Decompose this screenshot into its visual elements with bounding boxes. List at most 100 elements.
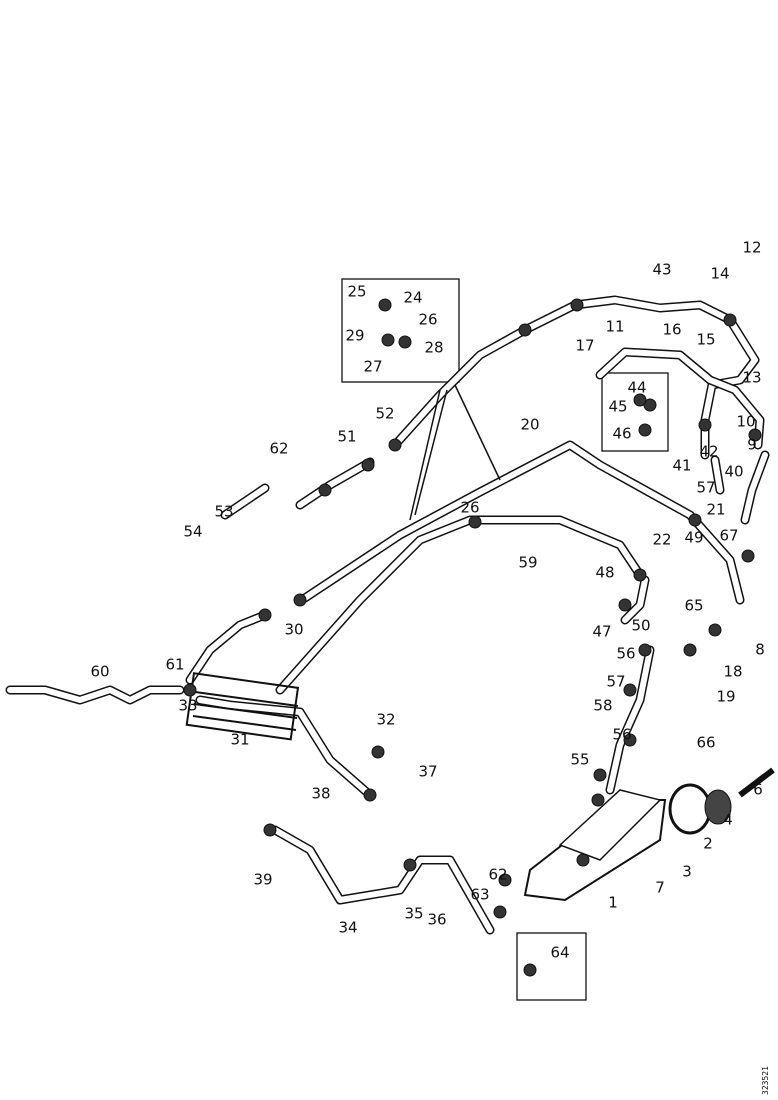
part-number-label: 24 xyxy=(403,289,422,307)
part-number-label: 65 xyxy=(684,597,703,615)
part-number-label: 63 xyxy=(470,886,489,904)
part-number-label: 57 xyxy=(696,479,715,497)
fitting xyxy=(570,298,584,312)
fitting xyxy=(591,793,605,807)
part-number-label: 40 xyxy=(724,463,743,481)
pipe-inner xyxy=(197,697,373,798)
part-number-label: 38 xyxy=(311,785,330,803)
pipe-5 xyxy=(185,610,270,685)
fitting xyxy=(593,768,607,782)
part-number-label: 42 xyxy=(699,443,718,461)
fitting xyxy=(708,623,722,637)
inset-box-clamp xyxy=(341,278,460,383)
pipes xyxy=(5,295,770,935)
part-number-label: 25 xyxy=(347,283,366,301)
support-strut xyxy=(409,389,441,521)
part-number-label: 66 xyxy=(696,734,715,752)
part-number-label: 53 xyxy=(214,503,233,521)
fitting xyxy=(378,298,392,312)
part-number-label: 30 xyxy=(284,621,303,639)
part-number-label: 16 xyxy=(662,321,681,339)
part-number-label: 56 xyxy=(612,726,631,744)
part-number-label: 61 xyxy=(165,656,184,674)
part-number-label: 57 xyxy=(606,673,625,691)
part-number-label: 22 xyxy=(652,531,671,549)
part-number-label: 28 xyxy=(424,339,443,357)
part-number-label: 11 xyxy=(605,318,624,336)
fitting xyxy=(381,333,395,347)
fitting xyxy=(468,515,482,529)
part-number-label: 49 xyxy=(684,529,703,547)
pipe-6 xyxy=(195,695,375,800)
part-number-label: 64 xyxy=(550,944,569,962)
part-number-label: 45 xyxy=(608,398,627,416)
support-strut xyxy=(414,389,448,516)
pipe-inner xyxy=(187,612,268,683)
part-number-label: 60 xyxy=(90,663,109,681)
part-number-label: 18 xyxy=(723,663,742,681)
fitting xyxy=(683,643,697,657)
fitting xyxy=(638,423,652,437)
fitting xyxy=(363,788,377,802)
part-number-label: 6 xyxy=(753,781,763,799)
fitting xyxy=(576,853,590,867)
part-number-label: 31 xyxy=(230,731,249,749)
fitting xyxy=(748,428,762,442)
pipe-inner xyxy=(742,452,768,523)
part-number-label: 4 xyxy=(723,811,733,829)
components xyxy=(185,672,775,902)
pipe-inner xyxy=(7,687,183,703)
part-number-label: 27 xyxy=(363,358,382,376)
part-number-label: 3 xyxy=(682,863,692,881)
pipe-inner xyxy=(607,647,653,793)
part-number-label: 36 xyxy=(427,911,446,929)
fitting xyxy=(723,313,737,327)
pipe-inner xyxy=(277,517,643,693)
fitting xyxy=(623,733,637,747)
fitting xyxy=(258,608,272,622)
part-number-label: 15 xyxy=(696,331,715,349)
part-number-label: 47 xyxy=(592,623,611,641)
part-number-label: 2 xyxy=(703,835,713,853)
pump-gear xyxy=(704,789,732,825)
drawing-id: 323521 xyxy=(761,1066,770,1095)
part-number-label: 44 xyxy=(627,379,646,397)
part-number-label: 62 xyxy=(269,440,288,458)
fitting xyxy=(361,458,375,472)
part-number-label: 9 xyxy=(747,436,757,454)
fitting xyxy=(398,335,412,349)
part-number-label: 46 xyxy=(612,425,631,443)
part-number-label: 41 xyxy=(672,457,691,475)
fitting xyxy=(523,963,537,977)
part-number-label: 43 xyxy=(652,261,671,279)
part-number-label: 54 xyxy=(183,523,202,541)
fitting xyxy=(623,683,637,697)
pipe-inner xyxy=(222,485,268,518)
part-number-label: 51 xyxy=(337,428,356,446)
part-number-label: 12 xyxy=(742,239,761,257)
part-number-label: 26 xyxy=(418,311,437,329)
pipe-inner xyxy=(597,349,763,448)
bolt xyxy=(738,767,775,798)
part-number-label: 1 xyxy=(608,894,618,912)
fitting xyxy=(318,483,332,497)
part-number-label: 58 xyxy=(593,697,612,715)
fitting xyxy=(498,873,512,887)
part-number-label: 20 xyxy=(520,416,539,434)
part-number-label: 52 xyxy=(375,405,394,423)
fitting xyxy=(618,598,632,612)
fitting xyxy=(518,323,532,337)
fitting xyxy=(293,593,307,607)
part-number-label: 26 xyxy=(460,499,479,517)
oil-cooler xyxy=(185,672,300,741)
part-number-label: 8 xyxy=(755,641,765,659)
part-number-label: 62 xyxy=(488,866,507,884)
part-number-label: 29 xyxy=(345,327,364,345)
part-number-label: 37 xyxy=(418,763,437,781)
part-number-label: 7 xyxy=(655,879,665,897)
part-number-label: 56 xyxy=(616,645,635,663)
fitting xyxy=(371,745,385,759)
fitting xyxy=(263,823,277,837)
pipe-inner xyxy=(712,457,723,493)
